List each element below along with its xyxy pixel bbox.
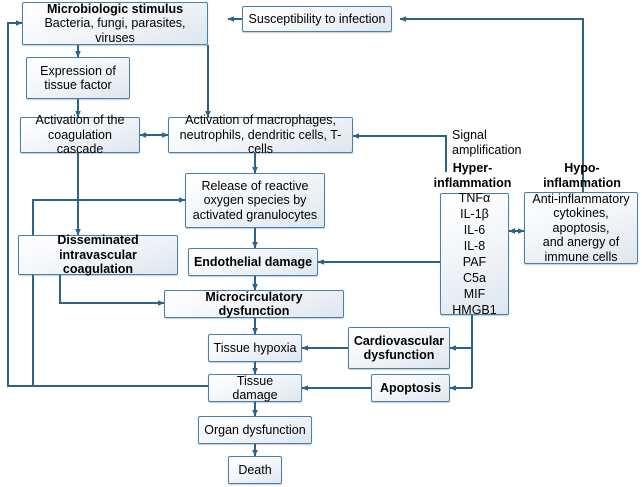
node-expression-of-tissue-factor[interactable]: Expression of tissue factor	[26, 57, 130, 99]
hyper-inflammation-heading: Hyper- inflammation	[433, 161, 512, 190]
node-line: neutrophils, dendritic cells, T-cells	[179, 127, 342, 157]
node-line: Activation of the	[35, 113, 125, 128]
mediator-item: IL-8	[463, 239, 486, 253]
node-microbiologic-stimulus[interactable]: Microbiologic stimulus Bacteria, fungi, …	[22, 2, 208, 45]
node-line: coagulation cascade	[48, 127, 112, 157]
node-endothelial-damage[interactable]: Endothelial damage	[188, 248, 318, 276]
node-line: Expression of	[40, 63, 116, 78]
node-susceptibility-to-infection[interactable]: Susceptibility to infection	[242, 6, 392, 32]
node-line: Tissue hypoxia	[213, 340, 297, 355]
node-line: Release of reactive	[201, 178, 309, 193]
signal-label-line: amplification	[452, 142, 522, 157]
node-anti-inflammatory-response[interactable]: Anti-inflammatory cytokines, apoptosis, …	[524, 192, 638, 264]
node-tissue-damage[interactable]: Tissue damage	[208, 374, 302, 402]
node-line: Disseminated	[57, 233, 139, 248]
mediator-item: IL-6	[463, 223, 486, 237]
node-line: Susceptibility to infection	[248, 11, 386, 26]
hypo-heading-line: Hypo-	[564, 161, 600, 175]
node-line: Death	[238, 462, 272, 477]
signal-label-line: Signal	[452, 128, 487, 142]
mediator-item: MIF	[463, 287, 486, 301]
mediator-item: C5a	[463, 271, 486, 285]
node-line: intravascular coagulation	[59, 247, 137, 277]
node-line: immune cells	[544, 249, 618, 264]
node-disseminated-intravascular-coagulation[interactable]: Disseminated intravascular coagulation	[18, 233, 178, 277]
node-activation-macrophages[interactable]: Activation of macrophages, neutrophils, …	[168, 113, 353, 156]
mediator-item: TNFα	[458, 191, 491, 205]
node-line: Cardiovascular	[353, 333, 445, 348]
node-line: Endothelial damage	[193, 254, 313, 269]
node-line: cytokines, apoptosis,	[552, 206, 610, 235]
node-inflammatory-mediators-list[interactable]: TNFα IL-1β IL-6 IL-8 PAF C5a MIF HMGB1	[440, 191, 509, 317]
node-line: and anergy of	[542, 235, 620, 250]
node-line: Microbiologic stimulus	[46, 1, 184, 16]
mediator-item: PAF	[462, 255, 487, 269]
node-activation-coagulation-cascade[interactable]: Activation of the coagulation cascade	[20, 113, 140, 156]
node-line: tissue factor	[44, 78, 112, 92]
node-tissue-hypoxia[interactable]: Tissue hypoxia	[208, 334, 302, 362]
node-line: Bacteria, fungi, parasites, viruses	[44, 16, 186, 45]
node-microcirculatory-dysfunction[interactable]: Microcirculatory dysfunction	[164, 290, 344, 318]
node-line: Activation of macrophages,	[185, 113, 336, 128]
hypo-inflammation-heading: Hypo- inflammation	[530, 161, 634, 190]
node-line: Tissue damage	[232, 373, 278, 403]
node-apoptosis[interactable]: Apoptosis	[371, 374, 450, 402]
node-cardiovascular-dysfunction[interactable]: Cardiovascular dysfunction	[348, 327, 450, 369]
node-reactive-oxygen-species[interactable]: Release of reactive oxygen species by ac…	[185, 173, 325, 228]
mediator-item: IL-1β	[460, 207, 489, 221]
node-line: Apoptosis	[379, 380, 442, 395]
hypo-heading-line: inflammation	[543, 175, 621, 190]
hyper-heading-line: inflammation	[433, 175, 512, 190]
signal-amplification-label: Signal amplification	[452, 128, 540, 157]
hyper-heading-line: Hyper-	[452, 161, 493, 175]
mediator-item: HMGB1	[452, 303, 497, 317]
node-line: activated granulocytes	[192, 207, 318, 222]
node-line: Microcirculatory dysfunction	[205, 289, 303, 319]
node-organ-dysfunction[interactable]: Organ dysfunction	[198, 416, 312, 444]
node-line: Organ dysfunction	[204, 422, 306, 437]
node-death[interactable]: Death	[228, 456, 282, 484]
node-line: oxygen species by	[203, 193, 307, 208]
node-line: Anti-inflammatory	[532, 191, 630, 206]
node-line: dysfunction	[363, 348, 435, 362]
